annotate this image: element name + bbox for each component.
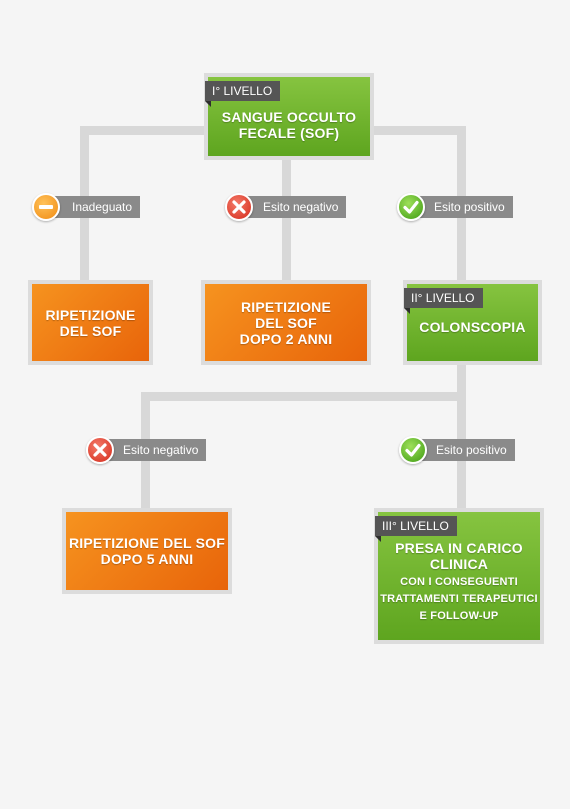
- level1-line-1: SANGUE OCCULTO: [221, 108, 357, 125]
- ripetizione-sof-5-anni-box: RIPETIZIONE DEL SOF DOPO 5 ANNI: [62, 508, 232, 594]
- connector-colonscopia-down: [457, 364, 466, 400]
- level1-line-2: FECALE (SOF): [238, 124, 340, 141]
- ripetizione-sof-line-1: RIPETIZIONE: [45, 306, 136, 323]
- ripetizione-sof-box: RIPETIZIONE DEL SOF: [28, 280, 153, 365]
- level3-small-3: E FOLLOW-UP: [419, 609, 499, 622]
- cross-icon-2: [86, 436, 114, 464]
- ripetizione-sof-5-line-1: RIPETIZIONE DEL SOF: [68, 535, 225, 551]
- level3-small-2: TRATTAMENTI TERAPEUTICI: [380, 592, 538, 605]
- level3-line-2: CLINICA: [429, 555, 489, 572]
- ripetizione-sof-line-2: DEL SOF: [59, 322, 122, 339]
- level3-tag: III° LIVELLO: [375, 516, 457, 542]
- connector-lower-horizontal: [141, 392, 466, 401]
- level2-tag: II° LIVELLO: [404, 288, 483, 314]
- badge-esito-negativo-1: Esito negativo: [241, 196, 347, 218]
- badge-esito-negativo-1-label: Esito negativo: [263, 200, 339, 214]
- ripetizione-sof-2-anni-box: RIPETIZIONE DEL SOF DOPO 2 ANNI: [201, 280, 371, 365]
- level3-box: PRESA IN CARICO CLINICA CON I CONSEGUENT…: [374, 508, 544, 644]
- cross-icon: [225, 193, 253, 221]
- level1-tag: I° LIVELLO: [205, 81, 281, 107]
- ripetizione-sof-2-line-2: DEL SOF: [255, 314, 317, 331]
- badge-esito-negativo-2-label: Esito negativo: [123, 443, 199, 457]
- ripetizione-sof-5-line-2: DOPO 5 ANNI: [100, 551, 194, 567]
- level2-title: COLONSCOPIA: [419, 318, 526, 335]
- badge-inadeguato: Inadeguato: [50, 196, 141, 218]
- badge-esito-positivo-1: Esito positivo: [412, 196, 513, 218]
- connector-mid-vertical: [282, 158, 291, 282]
- ripetizione-sof-2-line-1: RIPETIZIONE: [240, 298, 332, 315]
- minus-icon: [32, 193, 60, 221]
- check-icon: [397, 193, 425, 221]
- badge-esito-positivo-1-label: Esito positivo: [434, 200, 505, 214]
- badge-esito-positivo-2: Esito positivo: [414, 439, 515, 461]
- level3-line-1: PRESA IN CARICO: [395, 539, 523, 556]
- check-icon-2: [399, 436, 427, 464]
- badge-inadeguato-label: Inadeguato: [72, 200, 133, 214]
- badge-esito-negativo-2: Esito negativo: [101, 439, 207, 461]
- level3-small-1: CON I CONSEGUENTI: [400, 575, 518, 588]
- badge-esito-positivo-2-label: Esito positivo: [436, 443, 507, 457]
- ripetizione-sof-2-line-3: DOPO 2 ANNI: [239, 330, 333, 347]
